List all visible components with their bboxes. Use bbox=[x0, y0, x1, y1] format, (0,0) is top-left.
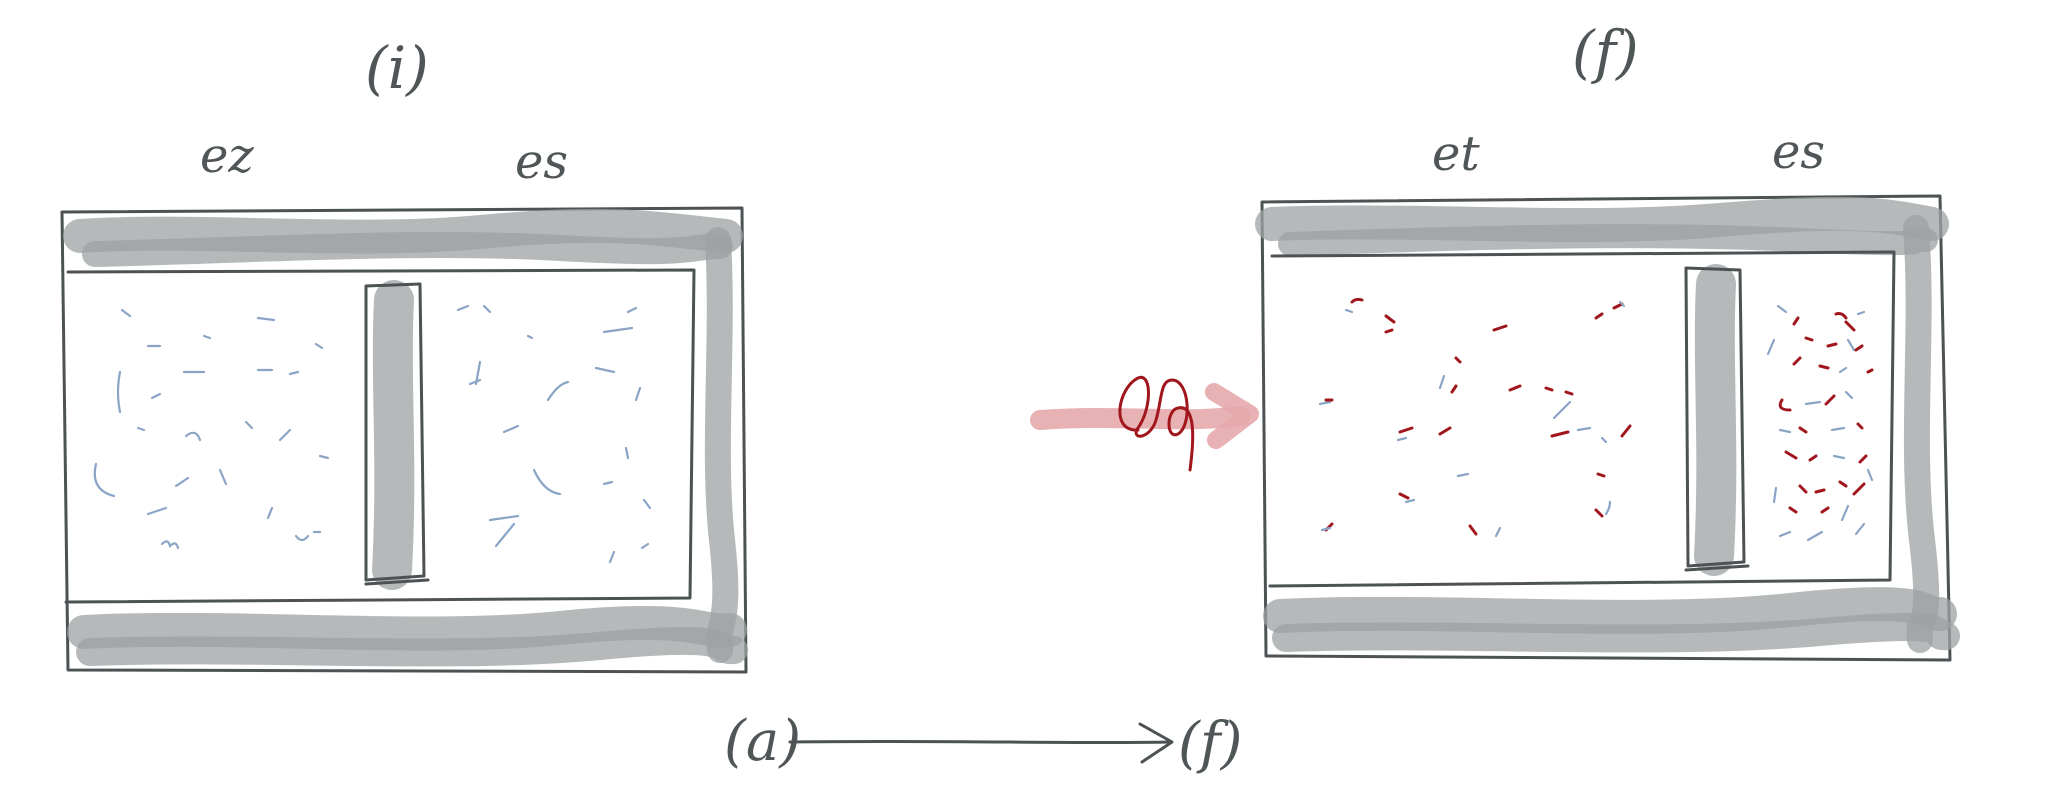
panel-initial-right-label: es bbox=[515, 134, 568, 190]
panel-initial-right-wall bbox=[704, 227, 739, 663]
panel-initial-partition-outline bbox=[364, 282, 426, 582]
panel-final: (f) et es bbox=[1255, 18, 1960, 662]
panel-final-left-label: et bbox=[1432, 126, 1480, 182]
panel-final-right-wall bbox=[1903, 215, 1940, 653]
panel-initial-particles bbox=[93, 304, 652, 564]
panel-final-outer-frame bbox=[1260, 194, 1952, 662]
panel-final-top-wall-stroke bbox=[1278, 224, 1938, 256]
panel-final-partition-outline bbox=[1684, 266, 1746, 568]
bottom-arrow-end-label: (f) bbox=[1178, 711, 1242, 776]
bottom-arrow: (a) (f) bbox=[724, 709, 1242, 776]
heat-squiggle-icon bbox=[1118, 375, 1195, 472]
panel-initial-title: (i) bbox=[365, 34, 429, 102]
panel-final-partition bbox=[1694, 264, 1737, 576]
panel-final-top-wall bbox=[1255, 196, 1949, 243]
panel-initial-inner-frame bbox=[64, 268, 696, 604]
bottom-arrow-start-label: (a) bbox=[724, 709, 801, 774]
panel-final-right-label: es bbox=[1772, 124, 1825, 180]
panel-initial-left-label: ez bbox=[200, 128, 254, 184]
panel-initial-top-wall-stroke bbox=[82, 231, 733, 267]
panel-initial-outer-frame bbox=[60, 206, 748, 674]
panel-final-partition-base bbox=[1684, 564, 1750, 572]
panel-initial-bottom-wall bbox=[67, 605, 747, 651]
panel-final-bottom-wall-stroke bbox=[1272, 613, 1960, 653]
process-arrow bbox=[1030, 375, 1259, 472]
panel-initial-partition bbox=[372, 280, 415, 590]
right-arrow-icon bbox=[1138, 722, 1174, 764]
bottom-arrow-line bbox=[788, 739, 1172, 745]
right-arrow-head bbox=[1205, 383, 1259, 449]
right-arrow-icon bbox=[1030, 406, 1250, 430]
panel-final-title: (f) bbox=[1572, 18, 1639, 86]
panel-final-bottom-wall bbox=[1263, 587, 1957, 634]
panel-initial-bottom-wall-stroke bbox=[76, 626, 748, 667]
panel-initial-partition-base bbox=[364, 578, 430, 586]
panel-final-inner-frame bbox=[1268, 250, 1896, 588]
panel-initial: (i) ez es bbox=[60, 34, 748, 674]
panel-final-particles bbox=[1318, 297, 1874, 542]
